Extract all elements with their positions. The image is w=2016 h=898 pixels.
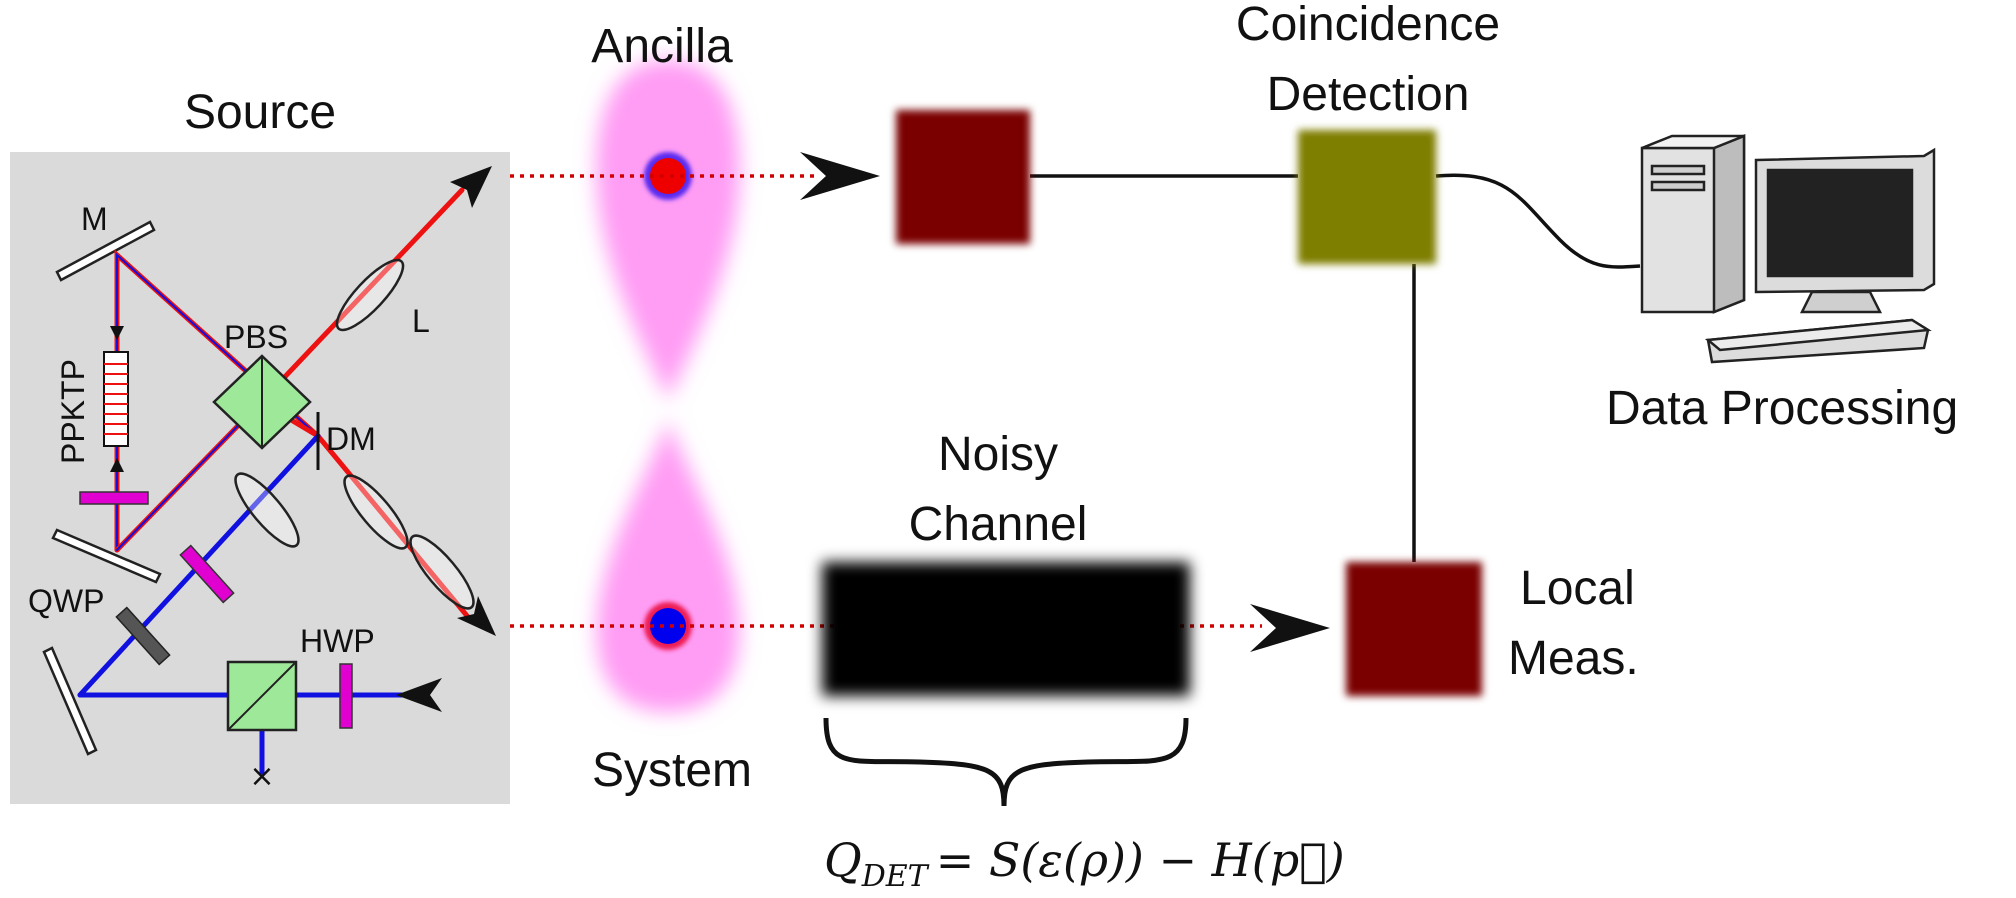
source-title: Source: [184, 86, 336, 139]
photon-paths: [510, 174, 1262, 628]
coincidence-detector: [1298, 130, 1436, 264]
label-mirror: M: [81, 201, 108, 237]
local-meas-label-line2: Meas.: [1508, 632, 1639, 685]
ppktp-crystal: [103, 326, 129, 472]
svg-text:QDET= S(ε(ρ)) − H(p⃗): QDET= S(ε(ρ)) − H(p⃗): [824, 833, 1345, 894]
formula-lhs-subscript: DET: [861, 859, 930, 894]
half-wave-plate-input: [339, 663, 353, 729]
pbs-cube: [212, 354, 312, 450]
coincidence-label-line1: Coincidence: [1236, 0, 1500, 51]
label-ppktp: PPKTP: [55, 359, 91, 464]
entanglement-glow: [596, 60, 740, 712]
bottom-mirror: [51, 528, 162, 584]
pump-mirror: [42, 646, 98, 756]
lens-icon: [234, 258, 475, 610]
label-hwp: HWP: [300, 623, 375, 659]
system-photon: [644, 602, 692, 650]
curly-brace-icon: [823, 717, 1189, 807]
label-dm: DM: [326, 421, 376, 457]
label-lens: L: [412, 303, 430, 339]
ancilla-photon: [644, 152, 692, 200]
noisy-channel-label-line1: Noisy: [938, 428, 1058, 481]
system-label: System: [592, 744, 752, 797]
half-wave-plate-pump: [179, 544, 235, 604]
detector-wires: [1030, 173, 1641, 562]
ancilla-detector: [896, 110, 1030, 244]
quarter-wave-plate: [115, 606, 171, 666]
formula-rhs: = S(ε(ρ)) − H(p⃗): [936, 833, 1345, 887]
beam-dump-icon: ×: [249, 759, 274, 794]
noisy-channel-box: [822, 562, 1190, 696]
dqc-formula: QDET= S(ε(ρ)) − H(p⃗): [824, 833, 1345, 894]
formula-lhs-main: Q: [824, 833, 862, 887]
half-wave-plate-loop: [79, 491, 149, 505]
arrowhead-icon: [800, 152, 1330, 652]
top-mirror: [55, 220, 156, 282]
coincidence-label-line2: Detection: [1267, 68, 1470, 121]
label-pbs: PBS: [224, 319, 288, 355]
source-panel: × M PPKTP PBS L DM QWP HWP: [10, 152, 510, 804]
input-beam-splitter: [226, 660, 298, 732]
arrowhead-icon: [396, 166, 496, 712]
computer-icon: [1640, 134, 1936, 364]
local-meas-label-line1: Local: [1520, 562, 1635, 615]
label-qwp: QWP: [28, 583, 104, 619]
ancilla-label: Ancilla: [591, 20, 733, 73]
noisy-channel-label-line2: Channel: [909, 498, 1088, 551]
local-measurement-detector: [1346, 562, 1482, 696]
data-processing-label: Data Processing: [1606, 382, 1958, 435]
